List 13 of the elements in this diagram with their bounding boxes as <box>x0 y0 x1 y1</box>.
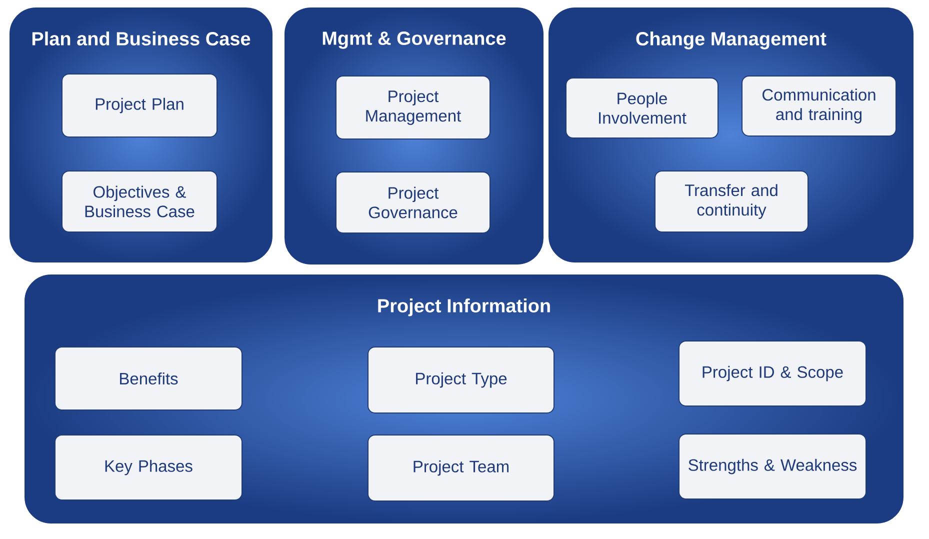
item-card: Strengths & Weakness <box>678 434 866 500</box>
item-card: Project ID & Scope <box>678 340 866 406</box>
item-card: Project Type <box>368 346 554 414</box>
item-card: Objectives & Business Case <box>62 170 218 232</box>
item-card: Project Team <box>368 434 554 502</box>
item-card: Project Plan <box>62 74 218 138</box>
item-card: Communication and training <box>742 76 896 136</box>
item-card: People Involvement <box>566 78 718 138</box>
item-card: Benefits <box>54 346 242 410</box>
item-card: Project Governance <box>336 172 490 234</box>
item-card: Project Management <box>336 76 490 140</box>
item-card: Key Phases <box>54 434 242 500</box>
item-card: Transfer and continuity <box>654 170 808 232</box>
